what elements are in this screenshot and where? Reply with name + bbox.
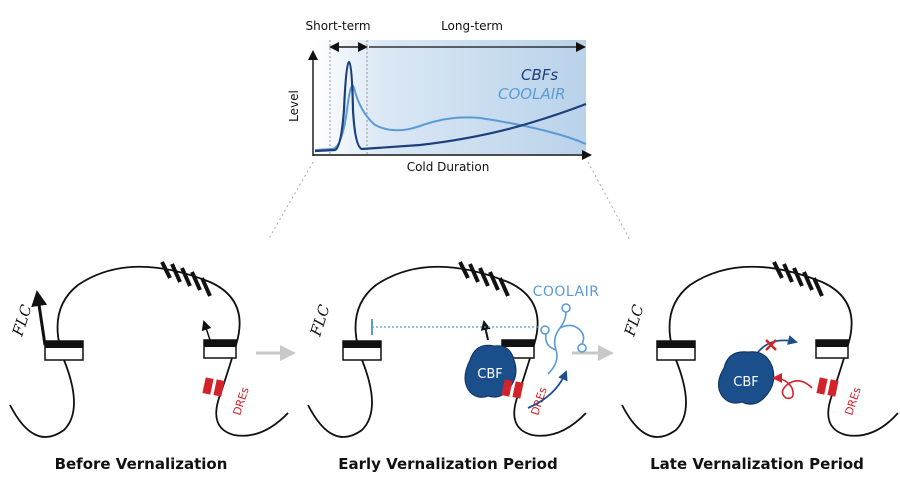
flc-gene-bar (45, 341, 83, 348)
antisense-arrow (201, 320, 212, 341)
antisense-gene-bar (502, 340, 534, 347)
cbf-label: CBF (477, 367, 502, 382)
flc-label: FLC (306, 302, 333, 339)
phase-label-short-term: Short-term (305, 19, 370, 33)
dre-block-1 (202, 377, 214, 395)
cold-region-shading (313, 40, 586, 154)
legend-cbfs: CBFs (521, 66, 558, 84)
flc-gene-bar (343, 341, 381, 348)
panel-title: Early Vernalization Period (338, 455, 557, 473)
dre-block-2 (213, 379, 225, 397)
cbf-protein-blob (718, 351, 775, 405)
flc-label: FLC (8, 302, 35, 339)
blocked-cross (765, 339, 777, 351)
dre-block-2 (512, 381, 524, 399)
release-arrow (772, 373, 813, 400)
flc-transcription-arrow (31, 290, 48, 346)
antisense-gene-bar (816, 340, 848, 347)
flc-gene-bar (657, 341, 695, 348)
zoom-line-right (587, 161, 631, 241)
series-line-coolair (314, 84, 587, 151)
panel-before-vernalization: FLC DREs Before Vernalization (8, 261, 289, 473)
cbf-activation-arrow (527, 370, 568, 409)
dre-label: DREs (230, 385, 251, 417)
coolair-label: COOLAIR (533, 284, 600, 300)
dre-block-1 (501, 379, 513, 397)
zoom-line-left (267, 161, 314, 241)
nucleosome-marks (458, 261, 510, 297)
antisense-arrow (480, 320, 491, 341)
flc-label: FLC (620, 302, 647, 339)
dre-block-1 (816, 377, 828, 395)
nucleosome-marks (772, 261, 824, 297)
cold-response-chart: Level Cold Duration Short-term Long-term… (287, 19, 592, 174)
series-line-cbfs (314, 60, 587, 153)
legend-coolair: COOLAIR (498, 85, 566, 103)
phase-label-long-term: Long-term (441, 19, 503, 33)
dre-label: DREs (528, 385, 549, 417)
panel-early-vernalization: FLC CBF DREs COOLAIR Early Vernalization (306, 261, 600, 473)
nucleosome-marks (160, 261, 212, 297)
blocked-binding-arrow (757, 335, 798, 353)
x-axis-label: Cold Duration (407, 160, 490, 174)
dre-block-2 (827, 379, 839, 397)
coolair-rna-structure (540, 303, 587, 375)
panel-late-vernalization: FLC CBF DREs Late Vernalization Period (620, 261, 899, 473)
panel-title: Before Vernalization (55, 455, 228, 473)
panel-title: Late Vernalization Period (650, 455, 864, 473)
dre-label: DREs (842, 385, 863, 417)
y-axis-label: Level (287, 90, 301, 122)
cbf-label: CBF (733, 375, 758, 390)
antisense-gene-bar (204, 340, 236, 347)
